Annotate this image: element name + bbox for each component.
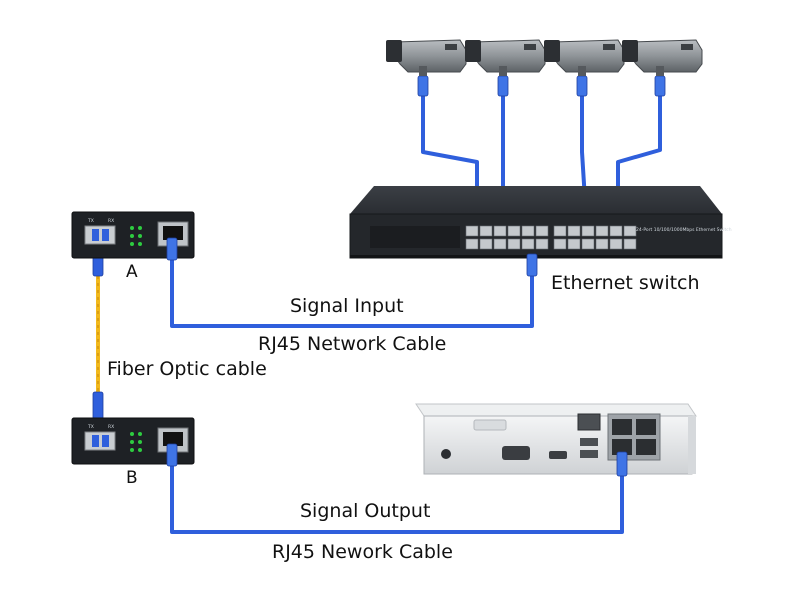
switch-ports [465, 225, 637, 250]
converter-b-plug [166, 443, 178, 467]
rj45-nework-cable-label: RJ45 Nework Cable [272, 541, 453, 563]
switch-port [507, 238, 521, 250]
svg-text:RX: RX [108, 424, 114, 430]
switch-port [479, 225, 493, 237]
switch-port [535, 225, 549, 237]
switch-port [623, 238, 637, 250]
switch-port [465, 225, 479, 237]
rj45-cable-top [170, 250, 534, 328]
switch-port [581, 238, 595, 250]
switch-port [609, 238, 623, 250]
switch-port [595, 238, 609, 250]
switch-port [623, 225, 637, 237]
nvr-recorder [415, 403, 697, 475]
media-converter-a: TX RX [71, 211, 195, 259]
switch-port [507, 225, 521, 237]
ip-camera-1 [386, 39, 467, 76]
switch-port [595, 225, 609, 237]
signal-output-label: Signal Output [300, 500, 431, 522]
converter-b-label: B [126, 468, 138, 488]
switch-port [479, 238, 493, 250]
svg-text:24-Port 10/100/1000Mbps Ethern: 24-Port 10/100/1000Mbps Ethernet Switch [636, 227, 732, 233]
svg-text:RX: RX [108, 218, 114, 224]
camera-cables [421, 96, 662, 201]
switch-port [609, 225, 623, 237]
ip-camera-4 [622, 39, 703, 76]
ip-camera-3 [544, 39, 625, 76]
rj45-cable-bottom [170, 456, 624, 534]
signal-input-label: Signal Input [290, 295, 404, 317]
svg-text:TX: TX [87, 424, 94, 430]
switch-port [521, 225, 535, 237]
switch-port [553, 238, 567, 250]
switch-uplink-plug [526, 253, 538, 277]
switch-port [493, 238, 507, 250]
switch-port [553, 225, 567, 237]
camera-cable-3 [580, 96, 587, 201]
ip-camera-2 [465, 39, 546, 76]
switch-port [521, 238, 535, 250]
switch-port [465, 238, 479, 250]
switch-port [493, 225, 507, 237]
switch-port [535, 238, 549, 250]
camera-cable-1 [421, 96, 479, 200]
camera-cable-4 [616, 96, 662, 200]
rj45-network-cable-label: RJ45 Network Cable [258, 333, 447, 355]
converter-a-plug [166, 237, 178, 261]
fiber-optic-cable-label: Fiber Optic cable [107, 358, 267, 380]
media-converter-b: TX RX [71, 417, 195, 465]
ethernet-switch-label: Ethernet switch [551, 272, 700, 294]
switch-port [581, 225, 595, 237]
switch-port [567, 225, 581, 237]
converter-a-label: A [126, 262, 138, 282]
ethernet-switch: 24-Port 10/100/1000Mbps Ethernet Switch [349, 186, 732, 259]
svg-text:TX: TX [87, 218, 94, 224]
nvr-plug [616, 451, 628, 477]
switch-port [567, 238, 581, 250]
